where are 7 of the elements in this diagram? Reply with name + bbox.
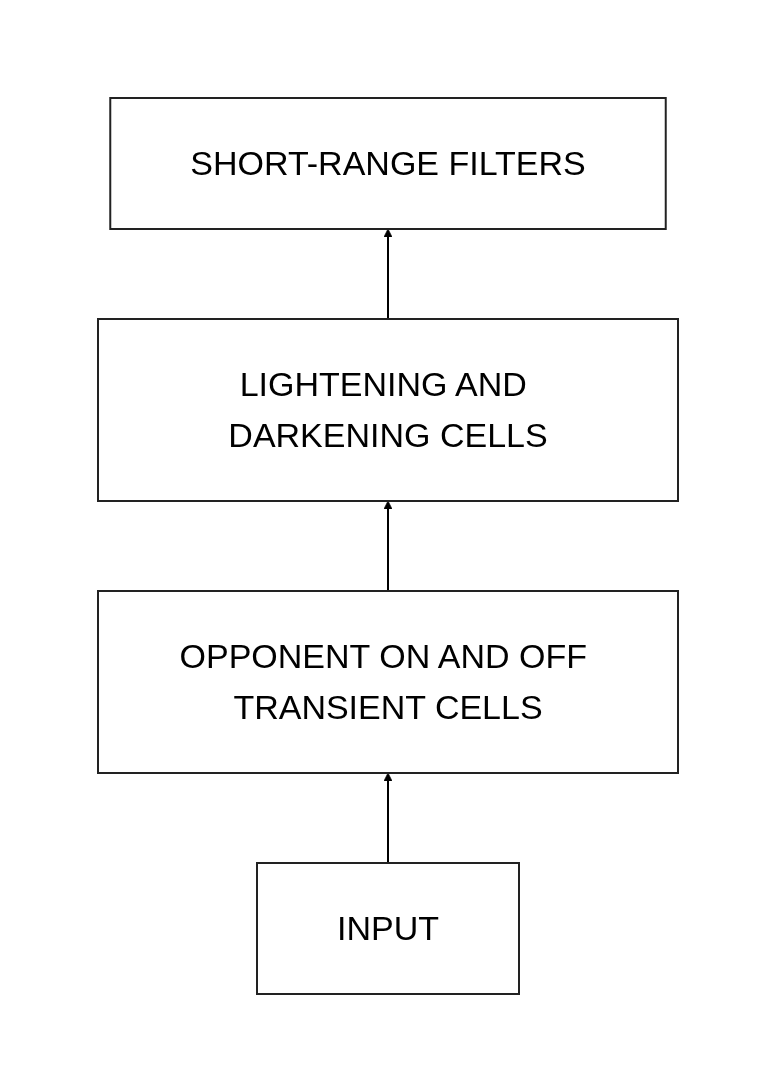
node-box: SHORT-RANGE FILTERS <box>108 97 667 230</box>
node-box: LIGHTENING AND DARKENING CELLS <box>96 318 679 502</box>
node-box: INPUT <box>255 862 520 995</box>
arrow <box>383 228 392 320</box>
arrow <box>383 772 392 864</box>
arrow <box>383 500 392 592</box>
node-box: OPPONENT ON AND OFF TRANSIENT CELLS <box>96 590 679 774</box>
